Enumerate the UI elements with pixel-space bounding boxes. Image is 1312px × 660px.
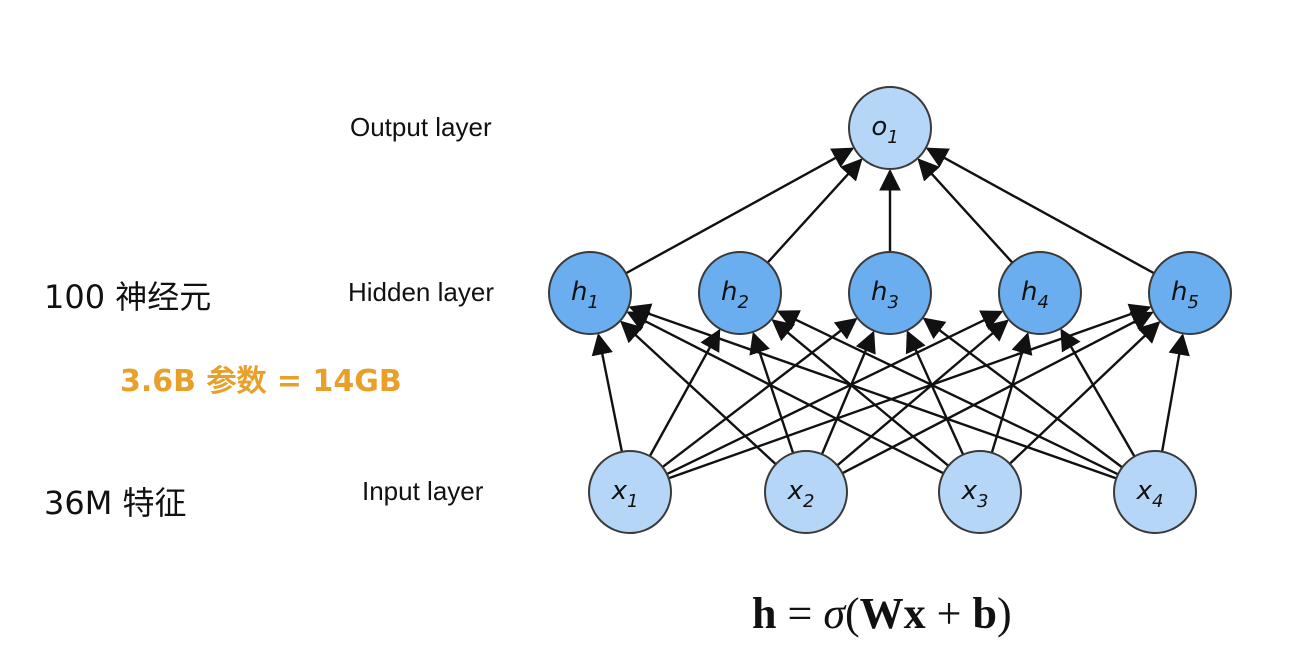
node-circle-h2: [698, 251, 782, 335]
node-label-x1: x1: [611, 476, 639, 512]
node-label-x3: x3: [961, 476, 989, 512]
edge-x2-h5: [841, 311, 1154, 475]
formula-plus: +: [925, 589, 973, 638]
nodes-group: o1 h1 h2 h3 h4 h5 x1 x2 x3 x4: [548, 86, 1232, 534]
node-x3: x3: [938, 450, 1022, 534]
node-label-h2: h2: [721, 277, 749, 313]
edge-x4-h5: [1160, 333, 1190, 452]
edge-x3-h4: [990, 332, 1033, 454]
formula-close-paren: ): [996, 589, 1012, 638]
edge-x4-h2: [776, 310, 1119, 476]
edge-x4-h1: [628, 303, 1117, 480]
node-circle-o1: [848, 86, 932, 170]
edge-h4-o1: [917, 158, 1014, 264]
node-label-h4: h4: [1021, 277, 1049, 313]
edge-x1-h2: [648, 328, 721, 457]
formula-sigma: σ: [823, 589, 846, 638]
input-layer-label: Input layer: [362, 476, 484, 506]
node-h5: h5: [1148, 251, 1232, 335]
node-h4: h4: [998, 251, 1082, 335]
node-circle-x1: [588, 450, 672, 534]
formula-h: h: [752, 589, 777, 638]
node-h1: h1: [548, 251, 632, 335]
node-x4: x4: [1113, 450, 1197, 534]
node-label-h1: h1: [571, 277, 599, 313]
formula-equals: =: [776, 589, 824, 638]
edge-x3-h3: [905, 330, 965, 456]
neurons-count-label: 100 神经元: [44, 278, 212, 316]
edge-x2-h4: [836, 319, 1009, 467]
edge-x1-h1: [591, 333, 624, 453]
hidden-layer-formula: h = σ(Wx + b): [752, 588, 1012, 639]
node-circle-h4: [998, 251, 1082, 335]
params-size-label: 3.6B 参数 = 14GB: [120, 364, 402, 399]
hidden-layer-label: Hidden layer: [348, 277, 494, 307]
edge-h5-o1: [925, 147, 1155, 275]
node-h2: h2: [698, 251, 782, 335]
node-label-h3: h3: [871, 277, 899, 313]
node-x2: x2: [764, 450, 848, 534]
edge-x2-h1: [620, 320, 777, 466]
edge-x1-h3: [661, 317, 858, 469]
edge-h1-o1: [625, 147, 855, 275]
node-circle-x4: [1113, 450, 1197, 534]
edges-group: [591, 147, 1190, 480]
edge-x4-h4: [1060, 328, 1136, 458]
node-circle-h3: [848, 251, 932, 335]
node-label-o1: o1: [871, 112, 898, 148]
node-h3: h3: [848, 251, 932, 335]
edge-x3-h5: [1008, 321, 1161, 465]
edge-x4-h3: [922, 317, 1123, 469]
node-circle-x3: [938, 450, 1022, 534]
node-x1: x1: [588, 450, 672, 534]
node-label-h5: h5: [1171, 277, 1199, 313]
edge-x2-h3: [820, 330, 876, 455]
formula-open-paren: (: [845, 589, 860, 638]
node-o1: o1: [848, 86, 932, 170]
output-layer-label: Output layer: [350, 112, 492, 142]
node-circle-h5: [1148, 251, 1232, 335]
edge-x3-h2: [771, 319, 950, 467]
features-count-label: 36M 特征: [44, 484, 187, 522]
node-circle-h1: [548, 251, 632, 335]
formula-W: W: [859, 589, 904, 638]
edge-x3-h1: [626, 311, 945, 475]
node-label-x2: x2: [787, 476, 815, 512]
formula-x: x: [903, 589, 926, 638]
node-label-x4: x4: [1136, 476, 1164, 512]
node-circle-x2: [764, 450, 848, 534]
edge-h2-o1: [766, 158, 863, 264]
formula-b: b: [972, 589, 997, 638]
